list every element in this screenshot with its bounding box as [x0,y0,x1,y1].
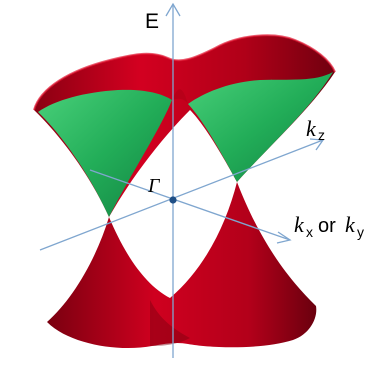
upper-band-inner-left [38,89,172,217]
kz-symbol: k [306,116,317,141]
ky-subscript: y [357,224,364,240]
gamma-point-dot [169,196,177,204]
lower-band-body [47,182,317,349]
kz-subscript: z [318,127,325,143]
kx-subscript: x [306,224,313,240]
gamma-label: Γ [147,175,161,197]
kx-ky-axis-arrowhead [276,231,292,244]
energy-axis-arrowhead [165,2,181,17]
axes [39,2,325,358]
lower-band-shading [150,300,190,346]
kx-or-ky-axis-label: k x or k y [294,212,364,240]
upper-band-rim [33,34,336,111]
kz-axis-arrowhead [309,138,325,151]
upper-band-inner-right [188,72,333,182]
ky-symbol: k [345,212,356,237]
or-word: or [318,215,336,237]
upper-band-surface [33,34,336,218]
lower-band-surface [47,182,317,349]
kx-symbol: k [294,212,305,237]
upper-band-saddle [172,89,188,104]
kz-axis-label: k z [306,116,325,143]
energy-axis-label: E [145,10,159,33]
kx-ky-axis [89,169,291,241]
kz-axis [39,139,324,251]
